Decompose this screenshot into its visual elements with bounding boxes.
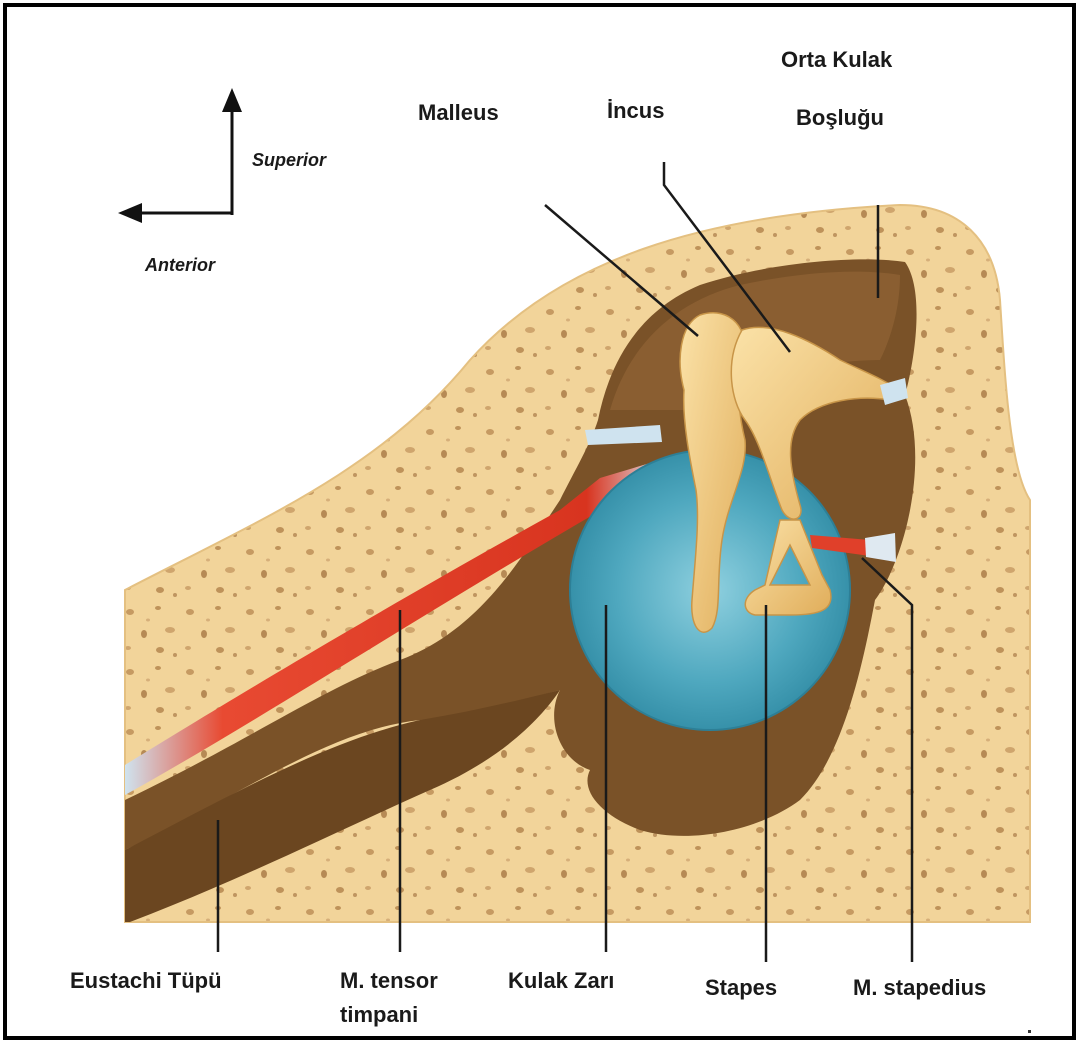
stapes-label: Stapes: [705, 975, 777, 1000]
tensor-label-line2: timpani: [340, 1002, 418, 1027]
incus-label: İncus: [607, 98, 664, 123]
orientation-arrows: [130, 100, 232, 215]
eardrum-label: Kulak Zarı: [508, 968, 614, 993]
superior-label: Superior: [252, 150, 326, 171]
cavity-label-line2: Boşluğu: [796, 105, 884, 130]
arrow-up-icon: [222, 88, 242, 112]
malleus-label: Malleus: [418, 100, 499, 125]
cavity-label-line1: Orta Kulak: [781, 47, 892, 72]
eustachian-tube-label: Eustachi Tüpü: [70, 968, 222, 993]
arrow-left-icon: [118, 203, 142, 223]
anterior-label: Anterior: [145, 255, 215, 276]
stapedius-label: M. stapedius: [853, 975, 986, 1000]
tensor-label-line1: M. tensor: [340, 968, 438, 993]
stray-dot: [1028, 1030, 1031, 1033]
